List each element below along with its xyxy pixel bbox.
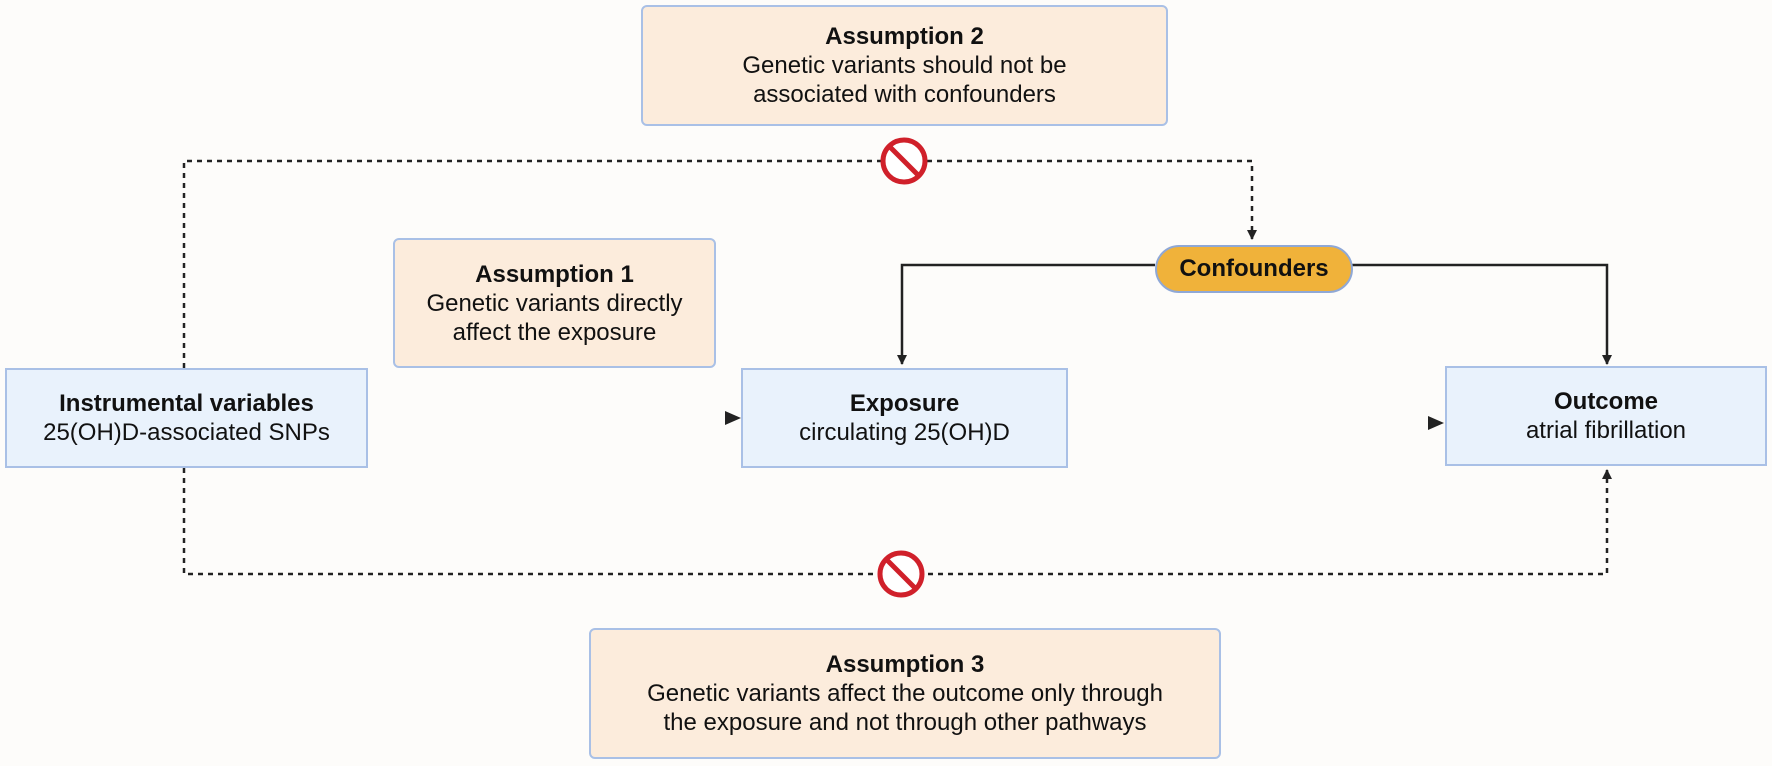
assumption1-title: Assumption 1 [475,260,634,288]
no-symbol-icon [877,550,925,598]
assumption2-line-1: Genetic variants should not be [742,52,1067,79]
confounders-node: Confounders [1155,245,1353,293]
instrument-sub: 25(OH)D-associated SNPs [43,419,330,446]
confounders-to-outcome-arrow [1352,263,1612,365]
assumption2-box: Assumption 2 Genetic variants should not… [641,5,1168,126]
assumption1-box: Assumption 1 Genetic variants directly a… [393,238,716,368]
assumption3-line-2: the exposure and not through other pathw… [663,709,1147,736]
exposure-title: Exposure [849,390,960,417]
assumption1-line-1: Genetic variants directly [426,289,683,317]
assumption2-dashed-path [182,159,1257,368]
assumption3-line-1: Genetic variants affect the outcome only… [647,680,1163,707]
assumption3-title: Assumption 3 [825,651,985,678]
assumption3-box: Assumption 3 Genetic variants affect the… [589,628,1221,759]
no-symbol-icon [880,137,928,185]
exposure-node: Exposure circulating 25(OH)D [741,368,1068,468]
outcome-title: Outcome [1553,388,1658,415]
outcome-sub: atrial fibrillation [1525,417,1687,444]
exposure-sub: circulating 25(OH)D [799,419,1010,446]
assumption2-title: Assumption 2 [825,23,984,50]
assumption1-line-2: affect the exposure [452,318,657,346]
outcome-node: Outcome atrial fibrillation [1445,366,1767,466]
confounders-label: Confounders [1179,255,1329,282]
assumption2-line-2: associated with confounders [753,81,1056,108]
instrument-node: Instrumental variables 25(OH)D-associate… [5,368,368,468]
confounders-to-exposure-arrow [897,263,1155,365]
instrument-title: Instrumental variables [59,390,314,417]
assumption3-dashed-path [182,468,1612,576]
